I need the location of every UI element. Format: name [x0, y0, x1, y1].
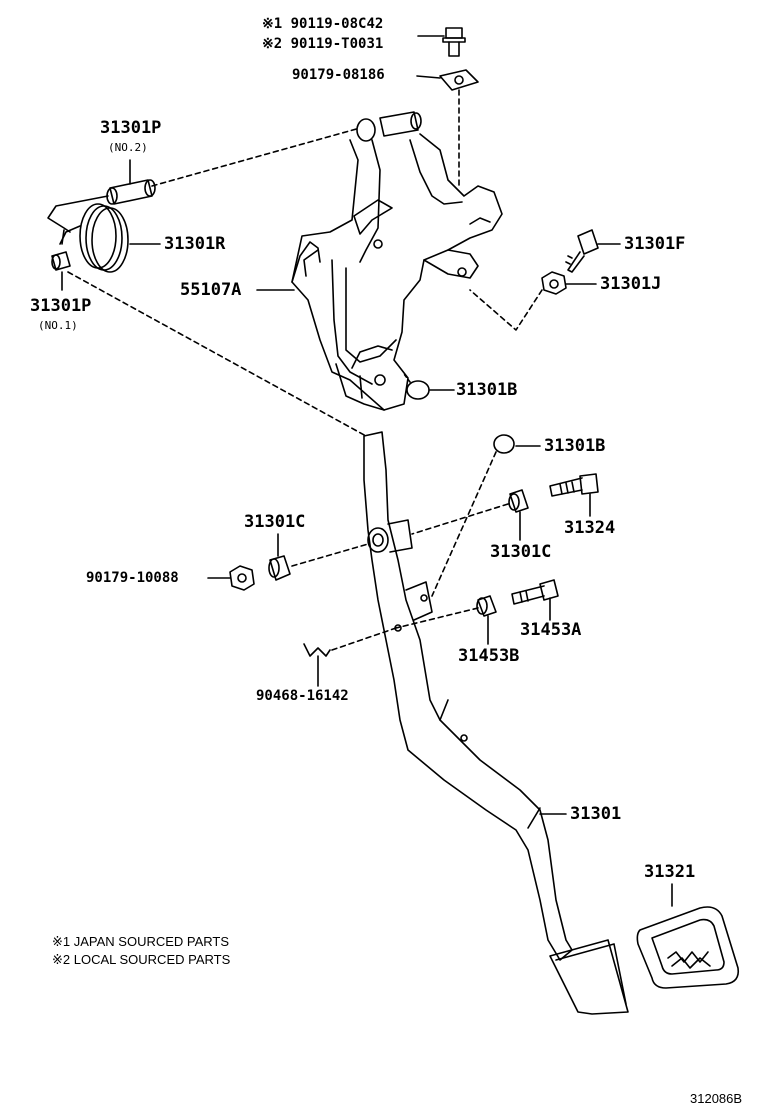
bolt-31301f: [565, 229, 599, 273]
label-31301p-no2: 31301P: [100, 118, 162, 138]
pedal-arm-31301: [363, 431, 573, 961]
bushing-31301p-no2: [106, 179, 156, 205]
spring-31301r: [47, 195, 129, 273]
label-90468-16142: 90468-16142: [256, 688, 349, 704]
nut-31301j: [541, 271, 567, 295]
label-31301f: 31301F: [624, 234, 686, 254]
collar-31301c-left: [268, 555, 291, 581]
label-no2: (NO.2): [108, 141, 148, 154]
clip-90468-16142: [303, 643, 331, 657]
label-31301b-lower: 31301B: [544, 436, 606, 456]
label-31324: 31324: [564, 518, 616, 538]
diagram-code: 312086B: [690, 1091, 743, 1106]
label-31301: 31301: [570, 804, 622, 824]
note-japan-sourced: ※1 JAPAN SOURCED PARTS: [52, 934, 230, 949]
label-31301c-left: 31301C: [244, 512, 306, 532]
label-31301c-right: 31301C: [490, 542, 552, 562]
note-local-sourced: ※2 LOCAL SOURCED PARTS: [52, 952, 231, 967]
bushing-31301p-no1: [51, 251, 71, 271]
dash-31301c-right: [411, 503, 509, 535]
label-90179-08186: 90179-08186: [292, 67, 385, 83]
nut-90179-10088: [229, 565, 255, 591]
dash-31453b: [395, 607, 479, 629]
label-31301p-no1: 31301P: [30, 296, 92, 316]
pedal-pad: [549, 939, 629, 1015]
stopper-31301b-upper: [403, 373, 430, 400]
dash-31301p-no2: [151, 127, 361, 187]
nut-plate-90179-08186: [439, 69, 479, 91]
dash-31301c-left: [291, 543, 369, 567]
collar-31453b: [476, 595, 497, 617]
leader-90179-08186: [416, 75, 441, 79]
bolt-31453a: [511, 579, 559, 605]
label-31453a: 31453A: [520, 620, 582, 640]
label-31301j: 31301J: [600, 274, 662, 294]
bolt-90119: [442, 27, 466, 57]
label-31301r: 31301R: [164, 234, 226, 254]
label-31321: 31321: [644, 862, 696, 882]
stopper-31301b-lower: [493, 434, 515, 454]
label-90119-t0031: ※2 90119-T0031: [262, 36, 384, 52]
dash-31301j: [469, 289, 543, 331]
bolt-31324: [549, 473, 599, 497]
label-90119-08c42: ※1 90119-08C42: [262, 16, 384, 32]
dash-31301p-no1: [67, 271, 367, 437]
collar-31301c-right: [508, 489, 529, 513]
label-55107a: 55107A: [180, 280, 242, 300]
dash-90468-16142: [331, 627, 397, 651]
label-31453b: 31453B: [458, 646, 520, 666]
label-31301b-upper: 31301B: [456, 380, 518, 400]
bracket-55107a: [291, 111, 503, 411]
label-90179-10088: 90179-10088: [86, 570, 179, 586]
label-no1: (NO.1): [38, 319, 78, 332]
dash-31301b-lower: [431, 451, 497, 597]
pedal-pad-cover-31321: [636, 906, 740, 989]
